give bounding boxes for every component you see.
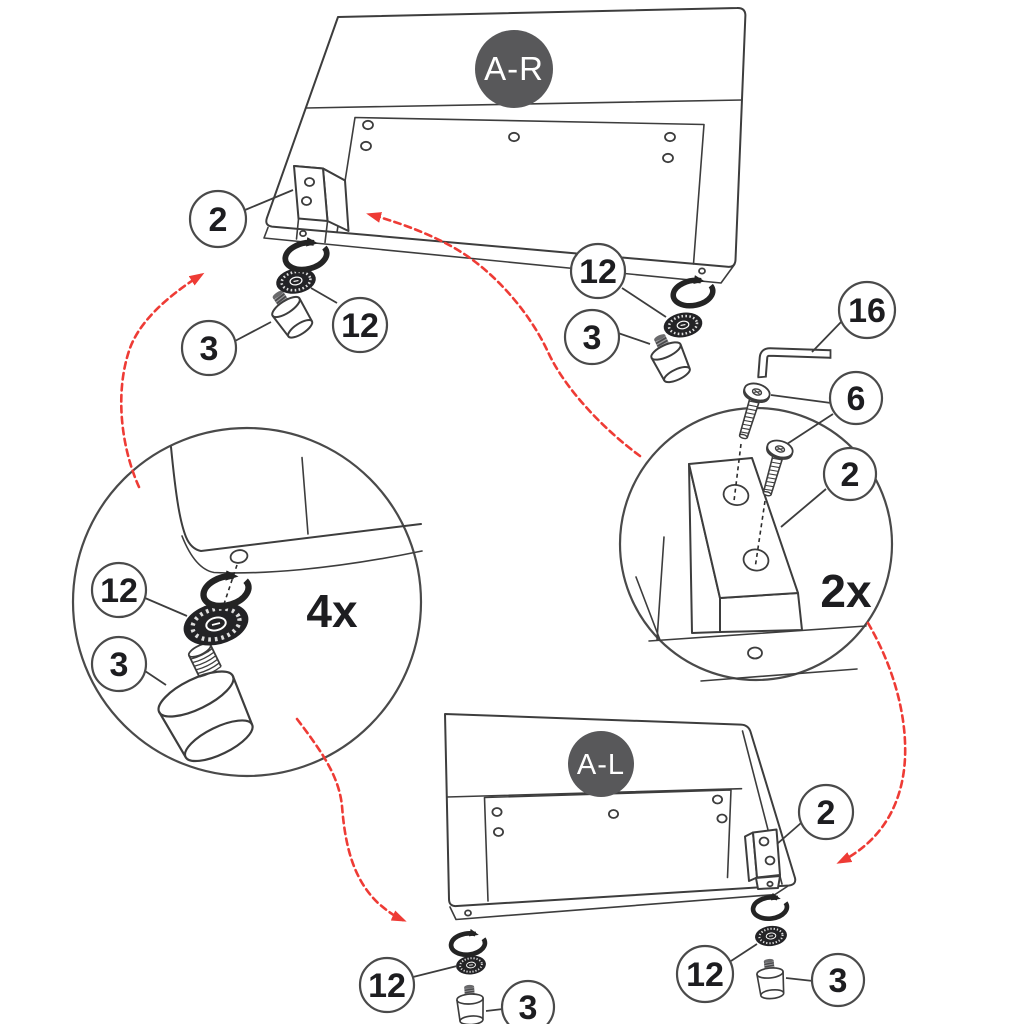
detail-bracket-panel-lines — [635, 536, 867, 682]
callout-detail-washer: 12 — [90, 561, 188, 619]
svg-text:2: 2 — [817, 794, 836, 832]
panel-a-r: A-R — [263, 6, 747, 284]
svg-text:12: 12 — [100, 572, 138, 610]
red-arrow-to-ar-left-corner — [120, 272, 205, 489]
al-left-rotate-icon — [450, 932, 486, 957]
svg-text:12: 12 — [686, 956, 724, 994]
callout-ar-left-washer: 12 — [310, 287, 389, 354]
callout-ar-right-washer: 12 — [569, 242, 667, 318]
callouts: 2 12 3 12 3 16 — [90, 189, 897, 1024]
al-right-foot — [754, 956, 787, 1001]
callout-ar-bracket: 2 — [188, 189, 294, 249]
panel-a-r-corner-pilot-hole-right — [698, 267, 706, 275]
panel-a-r-corner-pilot-hole-left — [299, 229, 307, 237]
svg-text:3: 3 — [200, 330, 219, 368]
svg-text:2: 2 — [209, 201, 228, 239]
svg-text:12: 12 — [368, 967, 406, 1005]
callout-al-left-washer: 12 — [358, 956, 458, 1014]
red-arrow-to-al-left-corner — [295, 717, 407, 922]
svg-text:16: 16 — [848, 292, 886, 330]
callout-al-right-washer: 12 — [675, 943, 758, 1004]
svg-text:6: 6 — [847, 380, 866, 418]
red-arrow-to-ar-panel — [366, 212, 642, 458]
panel-a-r-label: A-R — [484, 50, 544, 87]
screw2-axis-dashed — [754, 500, 766, 566]
callout-ar-right-foot: 3 — [563, 308, 651, 366]
panel-a-l-screw-holes — [491, 794, 728, 837]
callout-al-bracket: 2 — [776, 783, 855, 845]
callout-al-left-foot: 3 — [485, 979, 556, 1024]
panel-a-l-outline — [444, 713, 797, 908]
detail-foot — [157, 642, 254, 763]
red-guide-arrows — [120, 212, 907, 922]
panel-a-l-corner-pilot-hole-right — [766, 880, 774, 888]
panel-a-r-screw-holes — [360, 119, 676, 164]
svg-text:3: 3 — [583, 319, 602, 357]
panel-a-l-bottom-edge — [449, 885, 789, 921]
svg-text:3: 3 — [110, 646, 129, 684]
ar-right-foot — [643, 327, 695, 388]
panel-a-r-bottom-edge — [263, 226, 736, 284]
svg-text:2: 2 — [841, 456, 860, 494]
al-right-washer — [753, 923, 789, 949]
callout-al-right-foot: 3 — [785, 952, 866, 1008]
detail-leg-panel-corner — [170, 446, 423, 574]
panel-a-l-label: A-L — [577, 749, 625, 781]
red-arrow-to-al-bracket — [836, 621, 907, 864]
svg-text:12: 12 — [341, 307, 379, 345]
callout-ar-left-foot: 3 — [180, 319, 272, 377]
svg-text:3: 3 — [829, 962, 848, 1000]
panel-a-r-badge — [475, 30, 553, 108]
detail-circle-leg: 4x — [71, 426, 423, 778]
panel-a-l-leg-bracket — [744, 828, 781, 890]
callout-detail-foot: 3 — [90, 635, 167, 693]
panel-a-l: A-L — [444, 713, 797, 921]
al-left-foot — [455, 983, 486, 1024]
svg-text:3: 3 — [519, 989, 538, 1024]
ar-right-washer — [660, 308, 706, 342]
al-right-rotate-icon — [752, 896, 788, 921]
panel-a-r-recess-border — [336, 116, 705, 265]
panel-a-r-leg-bracket — [293, 165, 350, 244]
svg-text:12: 12 — [579, 253, 617, 291]
al-left-washer — [454, 953, 488, 977]
panel-a-l-badge — [568, 731, 634, 797]
allen-key-icon — [757, 347, 832, 379]
screw1-axis-dashed — [733, 443, 742, 502]
callout-detail-bracket: 2 — [780, 446, 878, 528]
detail-right-multiplier: 2x — [820, 565, 872, 617]
panel-a-l-corner-pilot-hole-left — [464, 909, 472, 917]
callout-allen-key: 16 — [811, 280, 897, 353]
detail-left-multiplier: 4x — [306, 585, 358, 637]
callout-screws: 6 — [770, 370, 884, 445]
detail-bracket-block — [688, 457, 803, 634]
